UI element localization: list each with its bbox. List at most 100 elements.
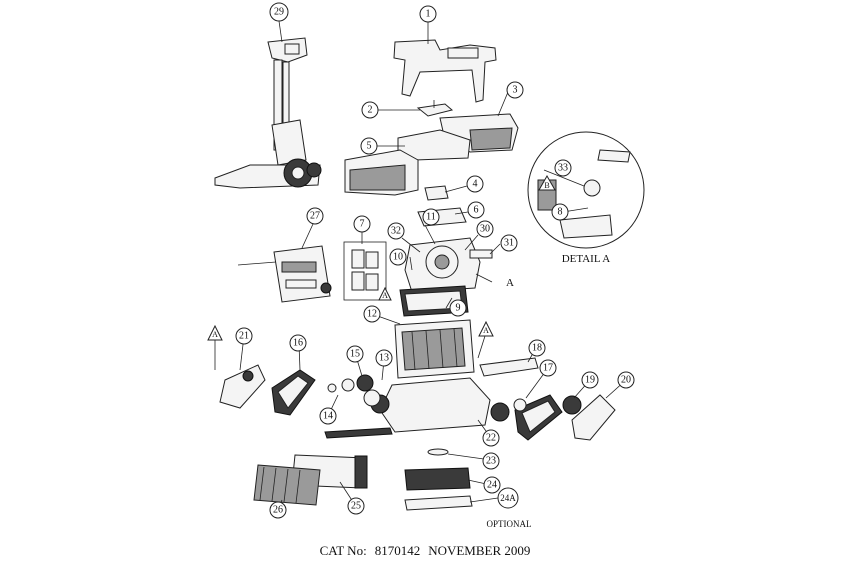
svg-text:A: A xyxy=(212,330,218,339)
svg-text:13: 13 xyxy=(379,353,389,364)
callout-32: 32 xyxy=(387,222,405,240)
part-side-panels xyxy=(343,241,387,301)
svg-text:31: 31 xyxy=(504,238,514,249)
svg-text:21: 21 xyxy=(239,331,249,342)
callout-33: 33 xyxy=(554,159,572,177)
svg-text:2: 2 xyxy=(368,105,373,116)
svg-text:11: 11 xyxy=(426,212,436,223)
callout-1: 1 xyxy=(419,5,437,23)
svg-text:5: 5 xyxy=(367,141,372,152)
svg-text:18: 18 xyxy=(532,343,542,354)
svg-text:A: A xyxy=(483,326,489,335)
part-right-wheels xyxy=(513,395,582,415)
a-marker: A xyxy=(378,286,392,301)
catalog-date: NOVEMBER 2009 xyxy=(428,543,531,558)
callout-5: 5 xyxy=(360,137,378,155)
svg-text:10: 10 xyxy=(393,252,403,263)
part-left-side-plate xyxy=(219,364,266,409)
part-left-wheels xyxy=(327,374,374,393)
part-right-side-plate xyxy=(571,394,616,441)
callout-29: 29 xyxy=(269,2,289,22)
svg-text:12: 12 xyxy=(367,309,377,320)
part-filter-panel xyxy=(394,319,475,379)
callout-13: 13 xyxy=(375,349,393,367)
svg-text:27: 27 xyxy=(310,211,320,222)
callout-31: 31 xyxy=(500,234,518,252)
detail-a-label: DETAIL A xyxy=(562,253,611,265)
callout-26: 26 xyxy=(269,501,287,519)
callout-7: 7 xyxy=(353,215,371,233)
part-clip xyxy=(416,100,454,117)
part-power-supply xyxy=(237,245,332,303)
callout-3: 3 xyxy=(506,81,524,99)
part-left-track xyxy=(271,369,316,416)
svg-text:16: 16 xyxy=(293,338,303,349)
a-marker: B xyxy=(538,174,556,191)
part-wonder-brush xyxy=(404,467,471,491)
callout-8: 8 xyxy=(551,203,569,221)
callout-25: 25 xyxy=(347,497,365,515)
callouts: 29 1 2 3 5 4 6 7 11 30 32 31 10 9 27 12 … xyxy=(235,2,635,519)
part-chassis xyxy=(363,377,510,433)
part-handle xyxy=(393,39,497,103)
svg-text:1: 1 xyxy=(426,9,431,20)
part-pva-brush xyxy=(253,464,321,506)
svg-text:17: 17 xyxy=(543,363,553,374)
callout-14: 14 xyxy=(319,407,337,425)
callout-27: 27 xyxy=(306,207,324,225)
svg-text:A: A xyxy=(382,291,388,300)
callout-23: 23 xyxy=(482,452,500,470)
cat-number: 8170142 xyxy=(374,543,421,558)
callout-18: 18 xyxy=(528,339,546,357)
a-marker: A xyxy=(207,324,223,341)
svg-text:23: 23 xyxy=(486,456,496,467)
callout-24a: 24A xyxy=(497,487,519,509)
callout-30: 30 xyxy=(476,220,494,238)
svg-text:7: 7 xyxy=(360,219,365,230)
svg-text:8: 8 xyxy=(558,207,563,218)
svg-text:B: B xyxy=(544,181,549,190)
part-optional-brush xyxy=(404,495,473,511)
part-motor-unit xyxy=(404,237,493,293)
callout-16: 16 xyxy=(289,334,307,352)
part-filter-basket xyxy=(399,285,469,317)
callout-20: 20 xyxy=(617,371,635,389)
part-cap xyxy=(424,185,449,201)
a-pointer-label: A xyxy=(506,277,514,289)
part-caddy-cart xyxy=(214,37,322,189)
catalog-footer: CAT No: 8170142 NOVEMBER 2009 xyxy=(0,543,850,559)
optional-label: OPTIONAL xyxy=(487,519,532,529)
part-body-lid xyxy=(344,129,471,196)
callout-17: 17 xyxy=(539,359,557,377)
callout-6: 6 xyxy=(467,201,485,219)
cat-label: CAT No: xyxy=(319,543,367,558)
callout-2: 2 xyxy=(361,101,379,119)
svg-text:33: 33 xyxy=(558,163,568,174)
callout-24: 24 xyxy=(483,476,501,494)
callout-4: 4 xyxy=(466,175,484,193)
svg-text:19: 19 xyxy=(585,375,595,386)
callout-10: 10 xyxy=(389,248,407,266)
svg-text:6: 6 xyxy=(474,205,479,216)
part-right-track xyxy=(514,394,563,441)
callout-19: 19 xyxy=(581,371,599,389)
callout-21: 21 xyxy=(235,327,253,345)
callout-22: 22 xyxy=(482,429,500,447)
svg-text:9: 9 xyxy=(456,303,461,314)
a-marker: A xyxy=(478,320,494,337)
callout-12: 12 xyxy=(363,305,381,323)
part-bottom-bracket xyxy=(324,427,393,439)
a-markers: A A A B A xyxy=(207,174,556,341)
svg-text:29: 29 xyxy=(274,7,284,18)
part-impeller xyxy=(427,448,449,456)
svg-text:30: 30 xyxy=(480,224,490,235)
callout-15: 15 xyxy=(346,345,364,363)
callout-9: 9 xyxy=(449,299,467,317)
svg-text:15: 15 xyxy=(350,349,360,360)
svg-text:24: 24 xyxy=(487,480,497,491)
svg-text:32: 32 xyxy=(391,226,401,237)
svg-text:3: 3 xyxy=(513,85,518,96)
svg-text:22: 22 xyxy=(486,433,496,444)
leader-lines xyxy=(214,20,627,511)
